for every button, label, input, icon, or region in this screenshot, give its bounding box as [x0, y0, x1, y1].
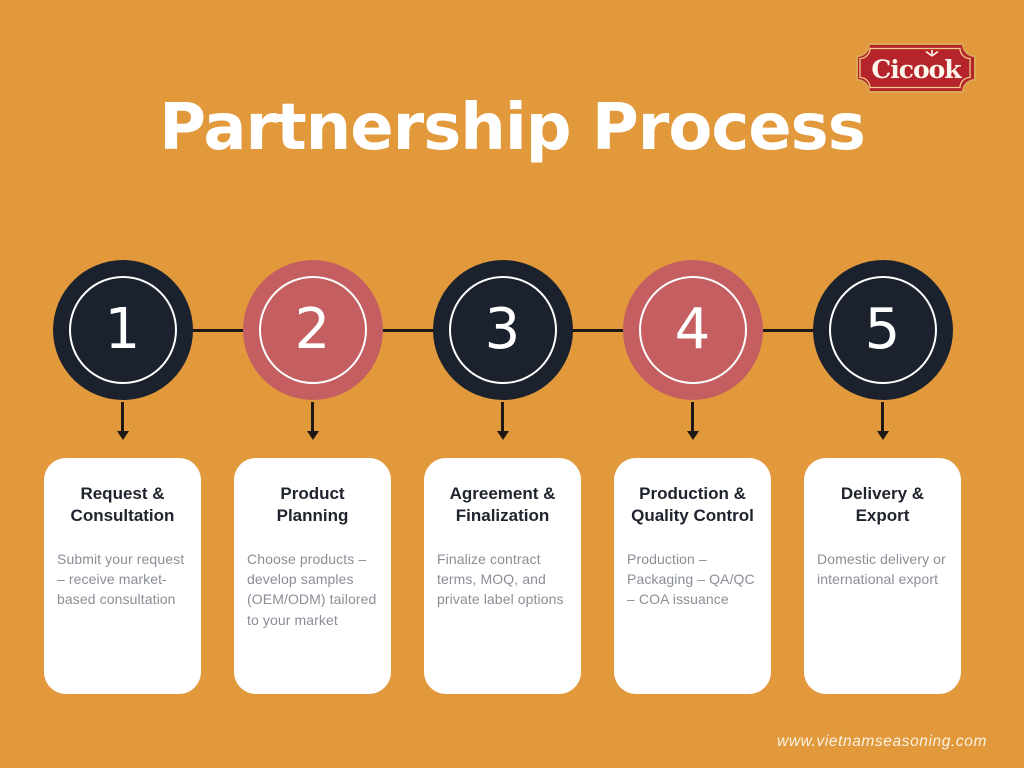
step-card-4: Production & Quality Control Production …: [614, 458, 771, 694]
logo-text: Cicook: [871, 55, 962, 84]
tomato-sprig-icon: [925, 50, 939, 57]
step-number: 2: [294, 297, 331, 362]
step-card-title: Delivery & Export: [840, 484, 925, 526]
step-card-title: Production & Quality Control: [631, 484, 754, 526]
page-title: Partnership Process: [159, 91, 866, 165]
down-arrow-icon: [496, 402, 509, 442]
step-card-title: Product Planning: [276, 484, 349, 526]
step-circle-2: 2: [242, 260, 383, 400]
step-circles-row: 1 2 3: [44, 260, 961, 442]
step-circle-ring: 3: [448, 276, 557, 384]
step-circle-ring: 4: [638, 276, 747, 384]
step-card-description: Finalize contract terms, MOQ, and privat…: [437, 550, 564, 608]
down-arrow-icon: [116, 402, 129, 442]
step-card-title: Request & Consultation: [70, 484, 175, 526]
step-column-4: 4: [614, 260, 771, 442]
process-timeline: 1 2 3: [44, 260, 961, 694]
down-arrow-icon: [306, 402, 319, 442]
step-circle-5: 5: [812, 260, 953, 400]
step-number: 4: [674, 297, 711, 362]
step-circle-4: 4: [622, 260, 763, 400]
step-circle-ring: 5: [828, 276, 937, 384]
step-column-5: 5: [804, 260, 961, 442]
step-circle-1: 1: [52, 260, 193, 400]
step-circle-ring: 2: [258, 276, 367, 384]
step-number: 5: [864, 297, 901, 362]
step-column-1: 1: [44, 260, 201, 442]
down-arrow-icon: [876, 402, 889, 442]
step-circle-ring: 1: [68, 276, 177, 384]
logo-badge-icon: Cicook: [856, 43, 976, 93]
step-card-description: Submit your request – receive market-bas…: [57, 550, 185, 608]
step-card-1: Request & Consultation Submit your reque…: [44, 458, 201, 694]
step-number: 1: [104, 297, 141, 362]
brand-logo: Cicook: [856, 43, 976, 93]
step-column-2: 2: [234, 260, 391, 442]
website-url: www.vietnamseasoning.com: [777, 733, 987, 750]
step-card-description: Choose products – develop samples (OEM/O…: [247, 550, 377, 628]
step-card-description: Domestic delivery or international expor…: [817, 550, 946, 588]
step-circle-3: 3: [432, 260, 573, 400]
step-card-2: Product Planning Choose products – devel…: [234, 458, 391, 694]
step-card-3: Agreement & Finalization Finalize contra…: [424, 458, 581, 694]
step-card-5: Delivery & Export Domestic delivery or i…: [804, 458, 961, 694]
step-card-description: Production – Packaging – QA/QC – COA iss…: [627, 550, 755, 608]
step-card-title: Agreement & Finalization: [449, 484, 556, 526]
down-arrow-icon: [686, 402, 699, 442]
step-cards-row: Request & Consultation Submit your reque…: [44, 458, 961, 694]
step-column-3: 3: [424, 260, 581, 442]
step-number: 3: [484, 297, 521, 362]
